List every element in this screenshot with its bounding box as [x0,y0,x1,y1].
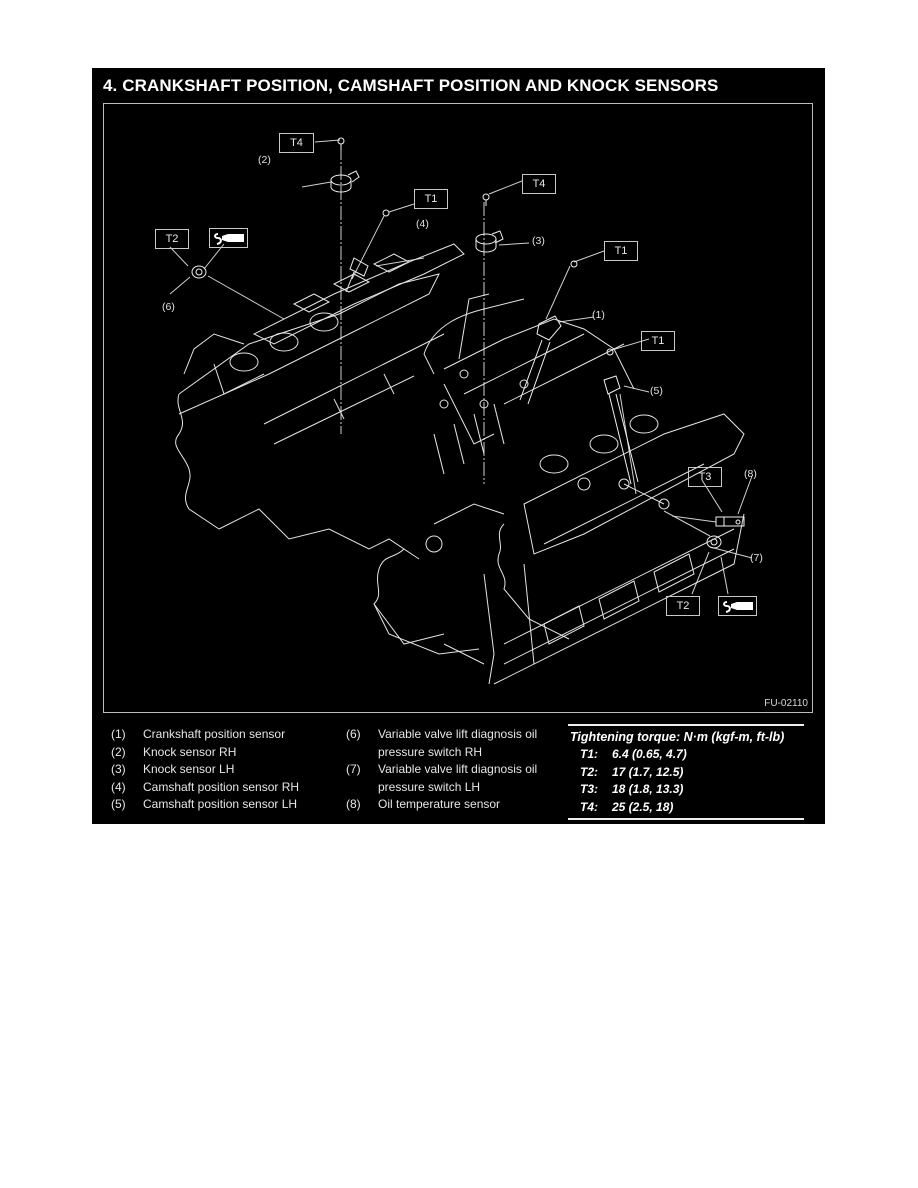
torque-tag-t2-switch-rh: T2 [155,229,189,249]
section-title: 4. CRANKSHAFT POSITION, CAMSHAFT POSITIO… [103,76,719,95]
divider [568,818,804,820]
legend-item: (1)Crankshaft position sensor [111,727,286,741]
callout-5: (5) [650,385,663,397]
torque-spec-table: Tightening torque: N·m (kgf-m, ft-lb) T1… [568,724,804,820]
engine-illustration [169,137,753,685]
callout-7: (7) [750,552,763,564]
leader-lines [169,139,753,595]
engine-block [175,243,745,685]
torque-row: T2:17 (1.7, 12.5) [580,764,684,779]
legend-column-1: (1)Crankshaft position sensor (2)Knock s… [111,726,299,814]
legend-item: (3)Knock sensor LH [111,762,235,776]
torque-heading: Tightening torque: N·m (kgf-m, ft-lb) [570,730,785,744]
legend-item: (7)Variable valve lift diagnosis oil pre… [346,762,538,794]
divider [568,724,804,726]
sealant-icon [209,228,248,248]
figure-id: FU-02110 [764,698,808,709]
legend-item: (2)Knock sensor RH [111,744,237,759]
legend-item: (6)Variable valve lift diagnosis oil pre… [346,727,538,759]
torque-row: T4:25 (2.5, 18) [580,799,674,814]
torque-tag-t1-cam-lh: T1 [641,331,675,351]
sealant-icon [718,596,757,616]
torque-tag-t4-knock-rh: T4 [279,133,314,153]
torque-tag-t1-crank: T1 [604,241,638,261]
legend-item: (4)Camshaft position sensor RH [111,779,300,794]
legend-item: (5)Camshaft position sensor LH [111,797,298,811]
torque-tag-t1-cam-rh: T1 [414,189,448,209]
torque-row: T1:6.4 (0.65, 4.7) [580,747,687,761]
callout-1: (1) [592,309,605,321]
figure-panel: 4. CRANKSHAFT POSITION, CAMSHAFT POSITIO… [92,68,825,824]
torque-tag-t2-switch-lh: T2 [666,596,700,616]
callout-6: (6) [162,301,175,313]
callout-3: (3) [532,235,545,247]
torque-row: T3:18 (1.8, 13.3) [580,782,684,796]
callout-2: (2) [258,154,271,166]
torque-tag-t4-knock-lh: T4 [522,174,556,194]
engine-diagram: (2) (4) (3) (1) (5) (6) (7) (8) T4 T1 T4… [103,103,813,713]
callout-4: (4) [416,218,429,230]
callout-8: (8) [744,468,757,480]
sensor-parts [191,137,745,549]
legend-column-2: (6)Variable valve lift diagnosis oil pre… [346,726,566,814]
legend-item: (8)Oil temperature sensor [346,797,501,811]
torque-tag-t3-oil-temp: T3 [688,467,722,487]
